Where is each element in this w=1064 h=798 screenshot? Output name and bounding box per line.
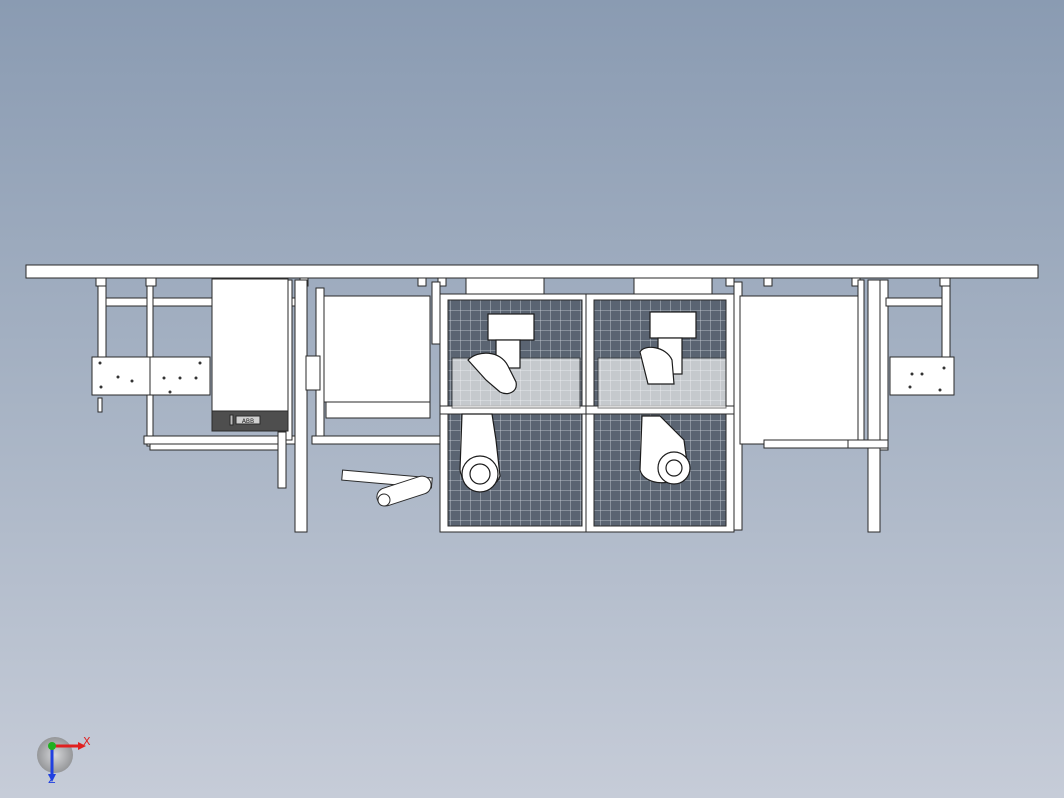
top-slab bbox=[25, 264, 1039, 279]
cabinet-badge: ABB bbox=[242, 418, 254, 425]
right-frame bbox=[847, 279, 955, 533]
axis-triad: X Y Z bbox=[37, 735, 91, 786]
triad-z-label: Z bbox=[48, 773, 56, 786]
robot-cell-left[interactable] bbox=[439, 277, 587, 533]
right-frame-holes bbox=[908, 366, 946, 392]
left-frame-holes bbox=[98, 361, 202, 394]
floor-gripper[interactable] bbox=[341, 469, 434, 508]
left-frame bbox=[91, 279, 308, 533]
left-table bbox=[305, 281, 443, 445]
robot-arm-right[interactable] bbox=[639, 311, 697, 485]
robot-arm-left[interactable] bbox=[459, 313, 535, 493]
right-table bbox=[733, 279, 865, 531]
control-cabinet[interactable]: ABB bbox=[211, 278, 289, 432]
triad-origin-icon bbox=[37, 737, 73, 773]
triad-x-label: X bbox=[83, 735, 91, 748]
